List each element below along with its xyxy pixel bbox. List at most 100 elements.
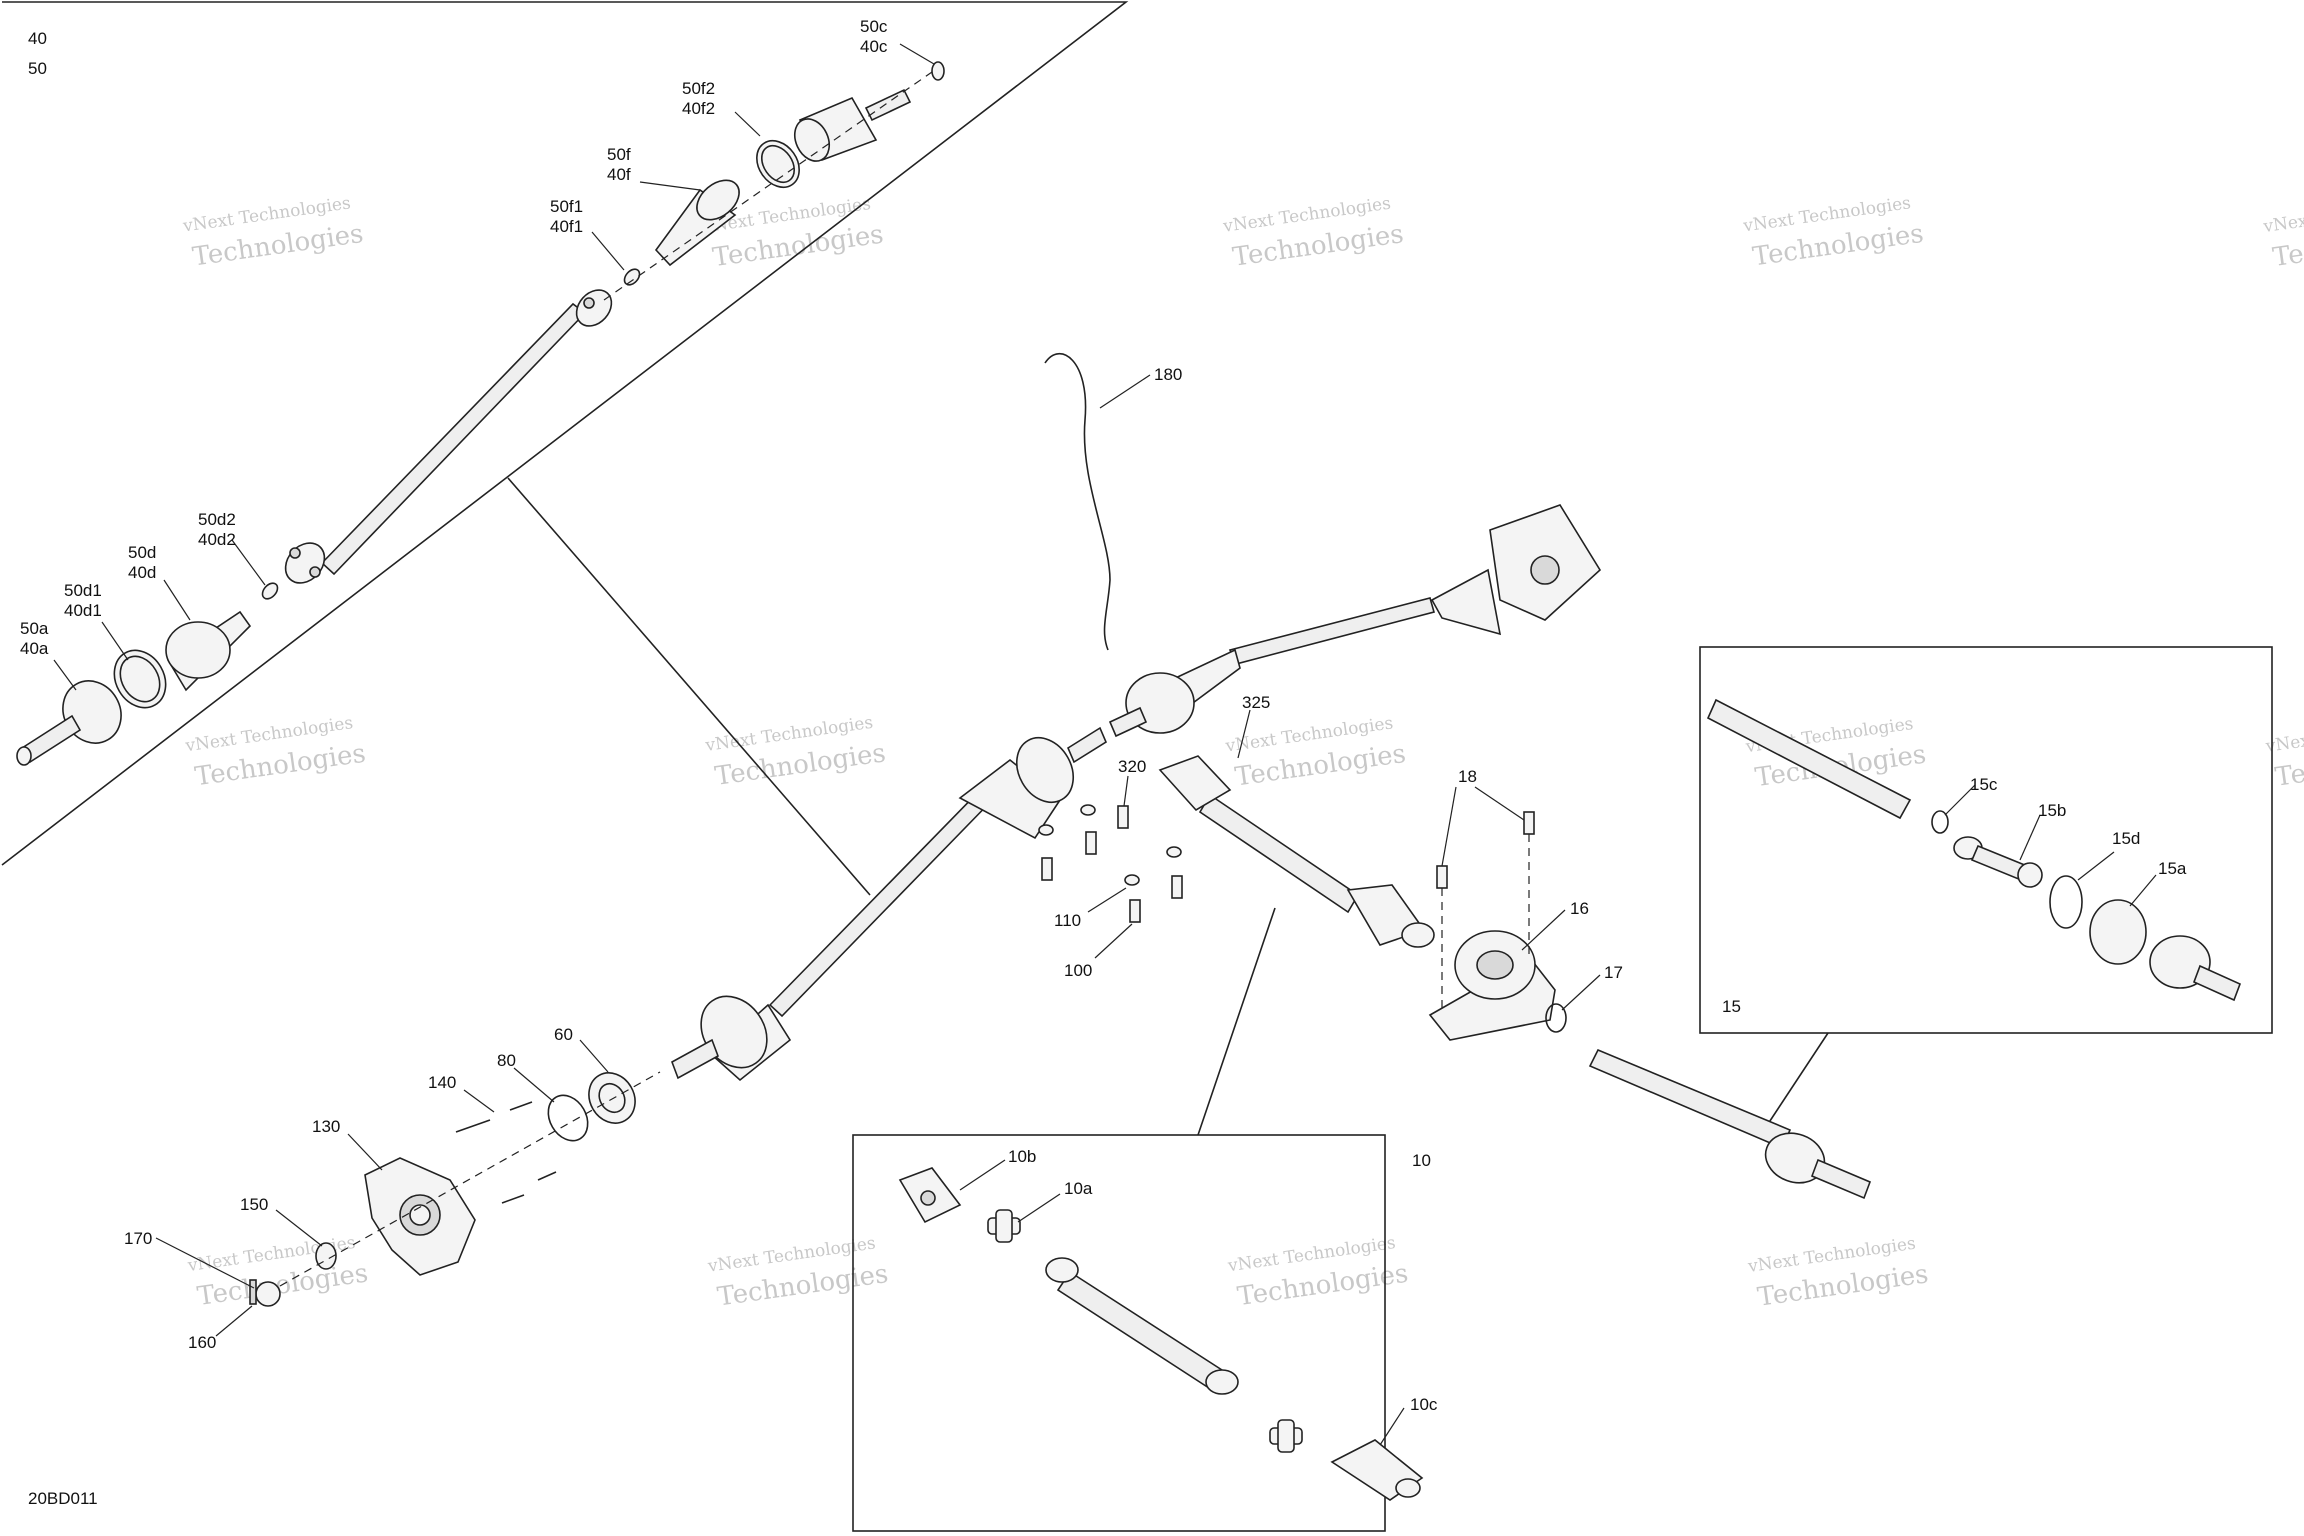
- callout-140: 140: [428, 1073, 456, 1092]
- callout-labels: 40 50 50c 40c 50f2 40f2 50f 40f 50f1 40f…: [20, 17, 2187, 1508]
- callout-18: 18: [1458, 767, 1477, 786]
- callout-130: 130: [312, 1117, 340, 1136]
- cross-10a-lower-arm: [1277, 1419, 1295, 1453]
- figure-code: 20BD011: [28, 1489, 98, 1508]
- o-ring: [1545, 1003, 1567, 1033]
- tripod-joint: [284, 542, 326, 584]
- propeller-tube: [1198, 793, 1360, 914]
- o-ring-15d: [2049, 875, 2083, 929]
- callout-50d1: 50d1: [64, 581, 102, 600]
- callout-15c: 15c: [1970, 775, 1998, 794]
- callout-150: 150: [240, 1195, 268, 1214]
- callout-17: 17: [1604, 963, 1623, 982]
- shaft-15: [1706, 698, 1912, 820]
- lower-stub: [671, 1038, 719, 1080]
- outer-clamp-ring: [756, 140, 800, 188]
- sensor-harness: [1044, 352, 1111, 651]
- wheel-stud: [537, 1171, 557, 1181]
- snap-ring-15c: [1931, 810, 1949, 834]
- watermark: vNext Technologies Technologies: [1223, 713, 1407, 792]
- leader: [1099, 374, 1151, 409]
- support-bolt: [1436, 865, 1448, 889]
- boot-clamp-ring-inner: [119, 655, 161, 703]
- leader: [275, 1209, 323, 1247]
- leader: [1123, 775, 1129, 807]
- shaft-10-yoke: [1045, 1257, 1079, 1283]
- stub-15a: [2192, 964, 2242, 1002]
- yoke-10c-hub: [1395, 1478, 1421, 1498]
- section-label: 40: [28, 29, 47, 48]
- callout-325: 325: [1242, 693, 1270, 712]
- main-drive-shaft: [249, 352, 1602, 1307]
- bolt: [1085, 831, 1097, 855]
- callout-110: 110: [1054, 911, 1081, 930]
- callout-40c: 40c: [860, 37, 888, 56]
- wheel-hub-bore-inner: [409, 1204, 431, 1226]
- cotter-pin: [249, 1279, 257, 1305]
- leader: [513, 1067, 555, 1103]
- outer-housing-face: [793, 118, 831, 162]
- yoke-10b-bore: [920, 1190, 936, 1206]
- inset-frame-axle: [1, 1, 1129, 866]
- shaft-10: [1056, 1270, 1224, 1392]
- lower-spline: [1066, 726, 1108, 764]
- front-yoke: [1158, 755, 1232, 812]
- wheel-stud: [509, 1101, 533, 1111]
- callout-170: 170: [124, 1229, 152, 1248]
- callout-160: 160: [188, 1333, 216, 1352]
- outer-joint-cage: [575, 289, 613, 327]
- leader: [1087, 887, 1127, 913]
- upper-hub-bore: [1530, 555, 1560, 585]
- rear-yoke-hub: [1401, 922, 1435, 948]
- leader: [155, 1237, 255, 1289]
- inset-frame-10: [852, 1134, 1386, 1532]
- hub-nut: [255, 1281, 281, 1307]
- callout-50a: 50a: [20, 619, 49, 638]
- callout-320: 320: [1118, 757, 1146, 776]
- leader: [1017, 1193, 1061, 1223]
- callout-10b: 10b: [1008, 1147, 1036, 1166]
- callout-40f: 40f: [607, 165, 631, 184]
- snap-ring: [547, 1094, 589, 1142]
- watermark-text: vNext Technologies: [2261, 194, 2304, 237]
- leader: [579, 1039, 609, 1073]
- callout-50f1: 50f1: [550, 197, 583, 216]
- washer: [1166, 846, 1182, 858]
- rear-stub: [1810, 1158, 1872, 1200]
- leader-lines: [53, 43, 2157, 1446]
- assembly-axis: [603, 71, 933, 301]
- callout-50f2: 50f2: [682, 79, 715, 98]
- watermark: vNext Technologies Technologies: [1221, 194, 1405, 273]
- inset-connector-15: [1761, 1032, 1829, 1134]
- callout-40d1: 40d1: [64, 601, 102, 620]
- tripod-roller: [309, 566, 321, 578]
- inset-15-parts: [1706, 698, 2242, 1002]
- wheel-bearing: [588, 1072, 636, 1124]
- callout-40d: 40d: [128, 563, 156, 582]
- outer-boot-rim: [696, 179, 740, 221]
- hub-axis: [279, 1071, 661, 1287]
- watermark: vNext Technologies Technologies: [2264, 713, 2304, 792]
- leader: [101, 621, 129, 661]
- leader: [1379, 1407, 1405, 1446]
- callout-40a: 40a: [20, 639, 49, 658]
- leader: [2019, 814, 2041, 861]
- leader: [959, 1159, 1006, 1191]
- leader: [2077, 851, 2115, 881]
- section-label: 50: [28, 59, 47, 78]
- bolt: [1117, 805, 1129, 829]
- upper-axle-shaft: [1228, 597, 1435, 665]
- leader: [1474, 786, 1525, 821]
- shaft-10-yoke: [1205, 1369, 1239, 1395]
- bolt: [1171, 875, 1183, 899]
- lower-outer-housing: [1015, 737, 1075, 803]
- leader: [1237, 709, 1251, 759]
- housing-15a-assembly: [2149, 935, 2211, 989]
- callout-60: 60: [554, 1025, 573, 1044]
- wheel-stud: [501, 1194, 525, 1204]
- washer: [1038, 824, 1054, 836]
- watermark: vNext Technologies Technologies: [181, 193, 365, 272]
- callout-10a: 10a: [1064, 1179, 1093, 1198]
- propeller-shaft: [1158, 755, 1872, 1200]
